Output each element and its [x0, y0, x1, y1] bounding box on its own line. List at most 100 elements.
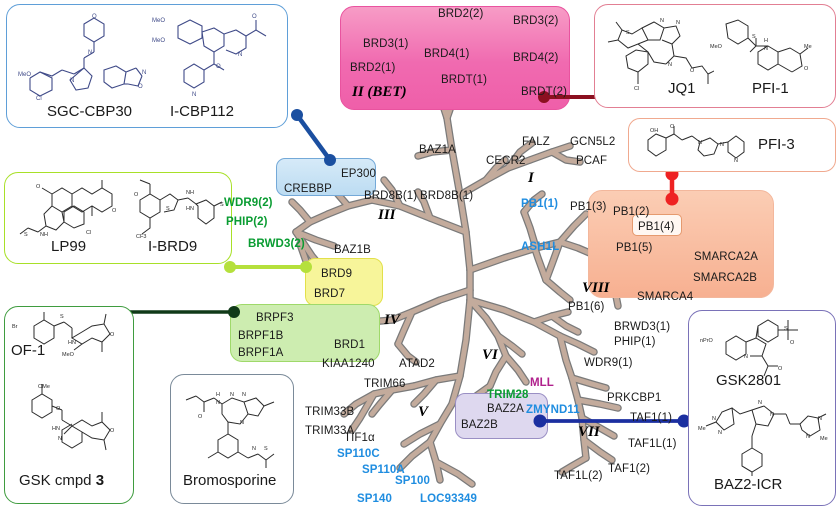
- family-box-brd9: [305, 258, 383, 306]
- tree-leaf-label: BRD1: [334, 339, 366, 351]
- tree-leaf-label: EP300: [341, 168, 377, 180]
- svg-text:Cl: Cl: [86, 230, 91, 236]
- svg-text:Me: Me: [698, 426, 706, 432]
- tree-leaf-label: BRPF1B: [238, 330, 284, 342]
- family-label-iii: III: [378, 207, 396, 223]
- tree-leaf-label: BRD2(1): [350, 62, 396, 74]
- tree-leaf-label: TAF1(2): [608, 463, 651, 475]
- probe-caption-of-1: OF-1: [11, 342, 46, 359]
- svg-text:Me: Me: [804, 44, 812, 50]
- tree-leaf-label: BRD9: [321, 268, 353, 280]
- tree-leaf-label: SP110C: [337, 448, 380, 460]
- tree-leaf-label: TAF1(1): [630, 412, 673, 424]
- svg-text:H: H: [764, 38, 768, 44]
- svg-text:Cl: Cl: [634, 86, 639, 92]
- tree-leaf-label: ZMYND11: [526, 404, 580, 416]
- probe-caption-i-brd9: I-BRD9: [148, 238, 198, 255]
- tree-leaf-label: ATAD2: [399, 358, 435, 370]
- gsk-cmpd-number: 3: [95, 472, 105, 489]
- svg-text:O: O: [134, 192, 139, 198]
- svg-text:N: N: [252, 446, 256, 452]
- tree-leaf-label: PB1(1): [521, 198, 559, 210]
- tree-leaf-label: BRD4(2): [513, 52, 559, 64]
- pb1-4-subbox: [632, 214, 682, 236]
- connector-baz2-to-gsk: [533, 414, 691, 428]
- svg-text:O: O: [198, 414, 203, 420]
- tree-leaf-label: PB1(5): [616, 242, 653, 254]
- svg-text:HN: HN: [68, 340, 76, 346]
- tree-leaf-label: TRIM28: [487, 389, 529, 401]
- svg-text:CF3: CF3: [136, 234, 146, 240]
- structure-sgc-cbp30: MeO Cl O N N O N: [18, 14, 146, 102]
- tree-leaf-label: PRKCBP1: [607, 392, 662, 404]
- family-box-bet: [340, 6, 570, 110]
- svg-text:MeO: MeO: [152, 18, 165, 24]
- family-box-baz2: [455, 393, 548, 439]
- family-box-brpf: [230, 304, 380, 362]
- structure-pfi-3: OH O N N N: [647, 124, 745, 164]
- svg-text:S: S: [166, 206, 170, 212]
- svg-text:O: O: [670, 124, 675, 130]
- tree-leaf-label: SMARCA4: [637, 291, 694, 303]
- family-label-i: I: [528, 170, 534, 186]
- tree-leaf-label: BRD4(1): [424, 48, 470, 60]
- tree-leaf-label: BRDT(2): [521, 86, 568, 98]
- tree-leaf-label: TRIM33B: [305, 406, 355, 418]
- structure-of-1: Br S HN O MeO: [12, 312, 115, 358]
- probe-caption-gsk-cmpd-3: GSK cmpd 3: [19, 472, 104, 489]
- tree-leaf-label: SP140: [357, 493, 393, 505]
- svg-text:N: N: [770, 412, 774, 418]
- tree-leaf-label: ASH1L: [521, 241, 560, 253]
- tree-leaf-label: BRD8B(1): [420, 190, 474, 202]
- structure-bromosporine: O H N N N N N S: [185, 392, 275, 468]
- probe-box-jq1-pfi1: [594, 4, 836, 108]
- svg-text:N: N: [758, 400, 762, 406]
- svg-text:Cl: Cl: [36, 96, 42, 102]
- tree-leaf-label: BAZ1B: [334, 244, 371, 256]
- structure-gsk2801: nPrO N S O O: [700, 319, 798, 377]
- svg-text:O: O: [56, 406, 61, 412]
- tree-leaf-label: BRD8B(1): [364, 190, 418, 202]
- tree-leaf-label: TAF1L(2): [554, 470, 603, 482]
- svg-text:OMe: OMe: [38, 384, 50, 390]
- tree-leaf-label: TRIM66: [364, 378, 406, 390]
- svg-text:N: N: [712, 416, 716, 422]
- family-box-viii: [588, 190, 774, 298]
- svg-text:O: O: [804, 66, 809, 72]
- svg-text:NH: NH: [186, 190, 194, 196]
- tree-leaf-label: KIAA1240: [322, 358, 375, 370]
- probe-caption-lp99: LP99: [51, 238, 87, 255]
- structure-i-brd9: O S NH HN S CF3: [134, 179, 224, 240]
- svg-text:S: S: [220, 202, 224, 208]
- tree-leaf-label: CREBBP: [284, 183, 332, 195]
- structure-jq1: S N N N O Cl: [607, 18, 714, 92]
- tree-leaf-label: TIF1α: [344, 432, 375, 444]
- probe-caption-baz2-icr: BAZ2-ICR: [714, 476, 783, 493]
- svg-text:N: N: [718, 430, 722, 436]
- tree-leaf-label: BRPF3: [256, 312, 294, 324]
- tree-leaf-label: LOC93349: [420, 493, 478, 505]
- family-label-vi: VI: [482, 347, 498, 363]
- svg-text:N: N: [676, 20, 680, 26]
- tree-leaf-label: TRIM33A: [305, 425, 355, 437]
- tree-leaf-label: PB1(3): [570, 201, 607, 213]
- svg-text:N: N: [192, 92, 196, 98]
- probe-caption-jq1: JQ1: [668, 80, 696, 97]
- family-label-iv: IV: [384, 312, 400, 328]
- svg-text:S: S: [264, 446, 268, 452]
- tree-leaf-label: BAZ1A: [419, 144, 456, 156]
- svg-text:MeO: MeO: [18, 72, 31, 78]
- probe-box-gsk2801-baz2icr: [688, 310, 836, 506]
- tree-leaf-label: FALZ: [522, 136, 550, 148]
- svg-text:O: O: [690, 68, 695, 74]
- probe-box-bromosporine: [170, 374, 294, 504]
- tree-leaf-label: BRWD3(1): [614, 321, 671, 333]
- svg-text:N: N: [58, 436, 62, 442]
- tree-leaf-label: SP110A: [362, 464, 405, 476]
- svg-text:O: O: [778, 366, 783, 372]
- tree-leaf-label: GCN5L2: [570, 136, 616, 148]
- svg-text:N: N: [238, 52, 242, 58]
- svg-text:N: N: [734, 158, 738, 164]
- svg-text:HN: HN: [52, 426, 60, 432]
